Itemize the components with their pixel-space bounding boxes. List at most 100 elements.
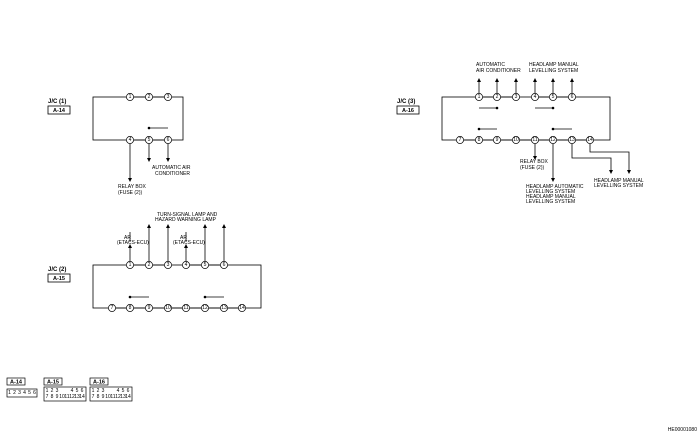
svg-text:13: 13 xyxy=(221,305,227,311)
jc2-frame xyxy=(92,264,262,309)
svg-text:8: 8 xyxy=(51,394,54,400)
svg-text:6: 6 xyxy=(81,388,84,394)
svg-text:2: 2 xyxy=(148,94,151,100)
svg-text:9: 9 xyxy=(102,394,105,400)
legend-a16-title: A-16 xyxy=(93,380,105,386)
svg-text:11: 11 xyxy=(183,305,188,311)
svg-text:13: 13 xyxy=(74,394,80,400)
jc3-bottom-label: HEADLAMP AUTOMATIC xyxy=(526,184,584,190)
svg-text:9: 9 xyxy=(496,137,499,143)
jc3-levelling-label: HEADLAMP MANUAL xyxy=(529,62,579,68)
jc3-right-label: LEVELLING SYSTEM xyxy=(594,183,643,189)
jc2-ar-label-left: AR xyxy=(124,235,131,241)
jc3-connector: A-16 xyxy=(402,108,414,114)
jc1-pin: 2 xyxy=(145,93,153,101)
legend-a15-face xyxy=(43,386,87,402)
jc2-pin: 12 xyxy=(201,304,209,312)
jc3-pin: 7 xyxy=(456,136,464,144)
svg-text:6: 6 xyxy=(127,388,130,394)
svg-text:14: 14 xyxy=(239,305,245,311)
svg-text:11: 11 xyxy=(64,394,69,400)
jc3-pin: 11 xyxy=(531,136,539,144)
jc3-right-label: HEADLAMP MANUAL xyxy=(594,178,644,184)
jc3-pin: 1 xyxy=(475,93,483,101)
svg-text:8: 8 xyxy=(478,137,481,143)
svg-text:5: 5 xyxy=(552,94,555,100)
jc1-connector-box xyxy=(47,105,71,115)
svg-text:7: 7 xyxy=(111,305,114,311)
svg-text:4: 4 xyxy=(129,137,132,143)
jc1-frame xyxy=(92,96,184,141)
svg-text:14: 14 xyxy=(587,137,593,143)
svg-text:1: 1 xyxy=(478,94,481,100)
svg-text:13: 13 xyxy=(120,394,126,400)
jc2-pin: 3 xyxy=(164,261,172,269)
jc3-pin: 2 xyxy=(493,93,501,101)
jc3-pin: 9 xyxy=(493,136,501,144)
jc1-pin: 3 xyxy=(164,93,172,101)
jc1-pin: 5 xyxy=(145,136,153,144)
jc2-turn-label: TURN-SIGNAL LAMP AND xyxy=(157,212,218,218)
jc3-pin: 3 xyxy=(512,93,520,101)
svg-text:7: 7 xyxy=(46,394,49,400)
legend-a14-face xyxy=(6,388,38,398)
svg-text:4: 4 xyxy=(534,94,537,100)
svg-text:5: 5 xyxy=(122,388,125,394)
jc3-relay-label: RELAY BOX xyxy=(520,159,549,165)
jc2-pin: 8 xyxy=(126,304,134,312)
jc3-aircon-label: AUTOMATIC xyxy=(476,62,505,68)
jc3-pin: 8 xyxy=(475,136,483,144)
jc2-ar-label-right: AR xyxy=(180,235,187,241)
jc1-relay-label: (FUSE (2)) xyxy=(118,190,143,196)
jc1-relay-label: RELAY BOX xyxy=(118,184,147,190)
jc2-connector-box xyxy=(47,273,71,283)
svg-text:1: 1 xyxy=(46,388,49,394)
jc3-pin: 13 xyxy=(568,136,576,144)
svg-text:6: 6 xyxy=(223,262,226,268)
jc1-block: J/C (1) A-14 1 2 3 4 xyxy=(47,93,191,196)
legend-a15-title: A-15 xyxy=(47,380,59,386)
svg-text:1: 1 xyxy=(92,388,95,394)
jc3-block: J/C (3) A-16 1 2 3 4 5 6 7 xyxy=(396,62,644,205)
jc2-pin: 14 xyxy=(238,304,246,312)
jc3-pin: 10 xyxy=(512,136,520,144)
svg-text:5: 5 xyxy=(148,137,151,143)
jc2-pin: 5 xyxy=(201,261,209,269)
jc3-pin: 6 xyxy=(568,93,576,101)
legend-a14-title: A-14 xyxy=(10,380,23,386)
jc2-pin: 1 xyxy=(126,261,134,269)
jc2-ar-label-right: (ETACS-ECU) xyxy=(173,240,205,246)
jc2-title: J/C (2) xyxy=(48,267,66,273)
svg-text:4: 4 xyxy=(185,262,188,268)
svg-text:14: 14 xyxy=(79,394,85,400)
svg-text:10: 10 xyxy=(59,394,65,400)
svg-text:1: 1 xyxy=(129,262,132,268)
jc2-block: J/C (2) A-15 1 2 3 4 5 6 7 8 9 10 11 12 xyxy=(47,212,262,312)
svg-text:2: 2 xyxy=(13,390,16,396)
jc2-pin: 4 xyxy=(182,261,190,269)
svg-text:6: 6 xyxy=(33,390,36,396)
svg-text:2: 2 xyxy=(51,388,54,394)
jc1-junction xyxy=(147,126,151,130)
svg-text:7: 7 xyxy=(459,137,462,143)
svg-text:2: 2 xyxy=(97,388,100,394)
jc1-pin: 6 xyxy=(164,136,172,144)
jc3-aircon-label: AIR CONDITIONER xyxy=(476,68,521,74)
svg-text:5: 5 xyxy=(76,388,79,394)
jc2-ar-label-left: (ETACS-ECU) xyxy=(117,240,149,246)
svg-text:2: 2 xyxy=(496,94,499,100)
jc2-pin: 9 xyxy=(145,304,153,312)
jc3-connector-box xyxy=(396,105,420,115)
jc1-aircon-label: AUTOMATIC AIR xyxy=(152,165,191,171)
jc3-bottom-label: HEADLAMP MANUAL xyxy=(526,194,576,200)
svg-text:9: 9 xyxy=(148,305,151,311)
svg-text:11: 11 xyxy=(110,394,115,400)
jc3-pin: 12 xyxy=(549,136,557,144)
svg-text:6: 6 xyxy=(167,137,170,143)
svg-text:4: 4 xyxy=(117,388,120,394)
svg-text:4: 4 xyxy=(23,390,26,396)
jc2-pin: 7 xyxy=(108,304,116,312)
svg-text:3: 3 xyxy=(18,390,21,396)
svg-text:3: 3 xyxy=(167,94,170,100)
